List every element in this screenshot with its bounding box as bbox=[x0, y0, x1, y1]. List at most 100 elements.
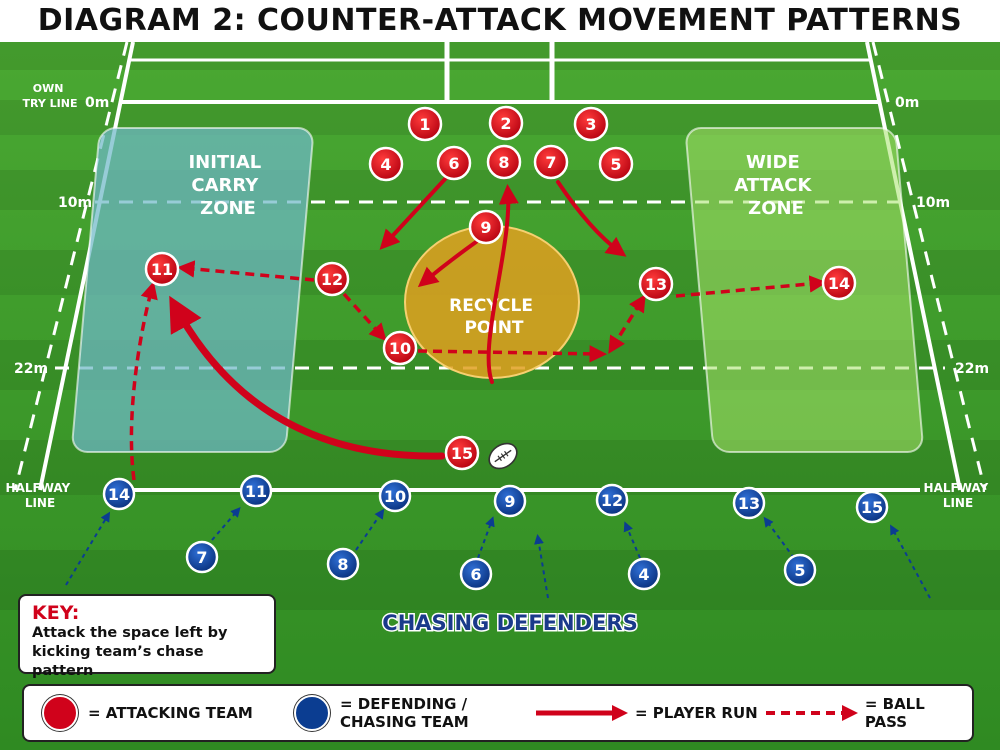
wide-attack-zone-label: WIDE ATTACK ZONE bbox=[734, 152, 817, 219]
own-try-line-label: OWN TRY LINE bbox=[23, 82, 78, 110]
attacker-number: 10 bbox=[389, 339, 411, 358]
defender-marker bbox=[627, 557, 661, 591]
defender-number: 4 bbox=[638, 565, 649, 584]
pass-12-to-11 bbox=[177, 260, 315, 282]
attacker-13: 13 bbox=[638, 266, 674, 302]
defender-number: 6 bbox=[470, 565, 481, 584]
attacker-12: 12 bbox=[314, 261, 350, 297]
defender-number: 9 bbox=[504, 492, 515, 511]
zero-metre-right-label: 0m bbox=[895, 95, 919, 111]
attacker-marker bbox=[444, 435, 480, 471]
pass-14-to-11 bbox=[129, 281, 158, 481]
attacker-15: 15 bbox=[444, 435, 480, 471]
attacker-number: 5 bbox=[610, 155, 621, 174]
attacker-number: 9 bbox=[480, 218, 491, 237]
defender-marker bbox=[459, 557, 493, 591]
legend-pass: = BALL PASS bbox=[764, 686, 972, 740]
chase-arrow bbox=[890, 524, 931, 599]
attacker-marker bbox=[314, 261, 350, 297]
pass-12-to-10 bbox=[342, 292, 387, 342]
attacker-5: 5 bbox=[598, 146, 634, 182]
run-6 bbox=[379, 176, 448, 250]
attacker-8: 8 bbox=[486, 144, 522, 180]
run-9 bbox=[417, 240, 478, 288]
defender-marker bbox=[783, 553, 817, 587]
defender-5: 5 bbox=[783, 553, 817, 587]
attacker-marker bbox=[486, 144, 522, 180]
chase-arrow bbox=[477, 516, 495, 559]
ball-pass-arrow-icon bbox=[766, 705, 858, 721]
defender-marker bbox=[493, 484, 527, 518]
attacker-9: 9 bbox=[468, 209, 504, 245]
attacker-marker bbox=[821, 265, 857, 301]
defender-marker bbox=[595, 483, 629, 517]
attacker-number: 12 bbox=[321, 270, 343, 289]
defender-number: 5 bbox=[794, 561, 805, 580]
defender-8: 8 bbox=[326, 547, 360, 581]
legend-defending: = DEFENDING / CHASING TEAM bbox=[294, 686, 469, 740]
chase-arrows bbox=[65, 506, 931, 599]
chase-arrow bbox=[65, 511, 111, 586]
attacker-marker bbox=[638, 266, 674, 302]
defender-4: 4 bbox=[627, 557, 661, 591]
rugby-ball-icon bbox=[488, 442, 518, 470]
defender-marker bbox=[855, 490, 889, 524]
ball-passes bbox=[129, 260, 827, 481]
defender-marker bbox=[102, 477, 136, 511]
attacker-marker bbox=[368, 146, 404, 182]
chasing-defenders-label: CHASING DEFENDERS bbox=[382, 611, 637, 635]
attacker-marker bbox=[488, 105, 524, 141]
halfway-right-label: HALFWAY LINE bbox=[924, 481, 993, 510]
attacker-number: 7 bbox=[545, 153, 556, 172]
defender-15: 15 bbox=[855, 490, 889, 524]
defender-13: 13 bbox=[732, 486, 766, 520]
right-five-line bbox=[871, 41, 987, 491]
attacker-number: 14 bbox=[828, 274, 850, 293]
defender-number: 11 bbox=[245, 482, 267, 501]
attacker-3: 3 bbox=[573, 106, 609, 142]
attacker-10: 10 bbox=[382, 330, 418, 366]
attacker-6: 6 bbox=[436, 145, 472, 181]
pass-10-right bbox=[417, 345, 607, 363]
attacker-marker bbox=[382, 330, 418, 366]
ten-metre-left-label: 10m bbox=[58, 195, 92, 211]
attacker-number: 15 bbox=[451, 444, 473, 463]
initial-carry-zone bbox=[71, 127, 314, 453]
defender-number: 12 bbox=[601, 491, 623, 510]
chase-arrow bbox=[211, 506, 241, 541]
attacker-number: 13 bbox=[645, 275, 667, 294]
attacker-marker bbox=[573, 106, 609, 142]
attacker-marker bbox=[436, 145, 472, 181]
pass-13-to-14 bbox=[675, 275, 827, 298]
player-runs bbox=[169, 176, 627, 460]
defender-number: 7 bbox=[196, 548, 207, 567]
run-15-to-11 bbox=[169, 295, 446, 460]
left-five-line bbox=[13, 41, 129, 491]
run-15-to-8 bbox=[486, 184, 519, 384]
diagram-title: DIAGRAM 2: COUNTER-ATTACK MOVEMENT PATTE… bbox=[0, 0, 1000, 42]
zero-metre-left-label: 0m bbox=[85, 95, 109, 111]
attacker-4: 4 bbox=[368, 146, 404, 182]
defender-marker bbox=[732, 486, 766, 520]
wide-attack-zone bbox=[685, 127, 924, 453]
attacker-marker bbox=[598, 146, 634, 182]
key-line-1: Attack the space left by bbox=[32, 625, 228, 641]
defender-9: 9 bbox=[493, 484, 527, 518]
attacker-11: 11 bbox=[144, 251, 180, 287]
legend: = ATTACKING TEAM = DEFENDING / CHASING T… bbox=[22, 684, 974, 742]
attacker-marker bbox=[533, 144, 569, 180]
attacker-1: 1 bbox=[407, 106, 443, 142]
legend-attacking: = ATTACKING TEAM bbox=[42, 686, 253, 740]
halfway-left-label: HALFWAY LINE bbox=[6, 481, 75, 510]
attacker-number: 3 bbox=[585, 115, 596, 134]
right-touchline bbox=[865, 41, 962, 491]
recycle-point-label: RECYCLE POINT bbox=[449, 296, 539, 338]
legend-defending-label: = DEFENDING / CHASING TEAM bbox=[340, 695, 469, 731]
defender-7: 7 bbox=[185, 540, 219, 574]
attacker-marker bbox=[407, 106, 443, 142]
defender-12: 12 bbox=[595, 483, 629, 517]
defender-number: 13 bbox=[738, 494, 760, 513]
chase-arrow bbox=[623, 521, 641, 559]
pass-13-link bbox=[608, 294, 646, 354]
